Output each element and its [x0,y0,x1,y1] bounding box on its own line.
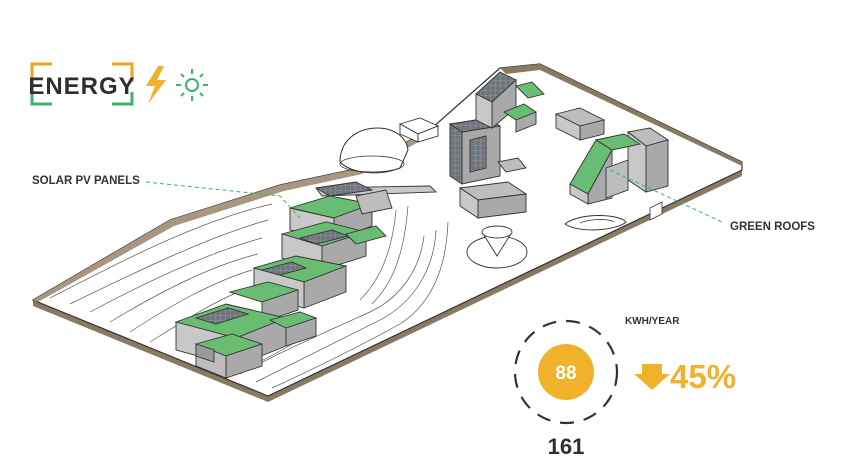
north-buildings [448,71,545,219]
baseline-value: 161 [548,434,585,459]
energy-title-frame [30,62,134,106]
lightning-bolt-icon [146,66,166,104]
site-platform [31,63,743,402]
green-roofs-label: GREEN ROOFS [730,221,815,233]
solar-pv-leader-line [145,181,301,219]
energy-title: ENERGY [28,73,135,100]
dome-structure [339,117,440,174]
solar-pv-label: SOLAR PV PANELS [32,175,140,187]
baseline-ring [513,319,619,425]
unit-label: KWH/YEAR [625,316,680,327]
down-arrow-icon [634,364,670,390]
energy-metric: 88 KWH/YEAR 161 45% [513,316,736,459]
hillside-building-cluster [174,181,438,379]
cone-feature [466,225,528,269]
east-buildings [554,107,670,205]
energy-value: 88 [555,363,576,384]
pond-feature [564,215,627,231]
value-circle [538,344,594,400]
energy-header: ENERGY [28,62,208,106]
sun-icon [176,69,208,101]
reduction-percent: 45% [670,358,736,395]
